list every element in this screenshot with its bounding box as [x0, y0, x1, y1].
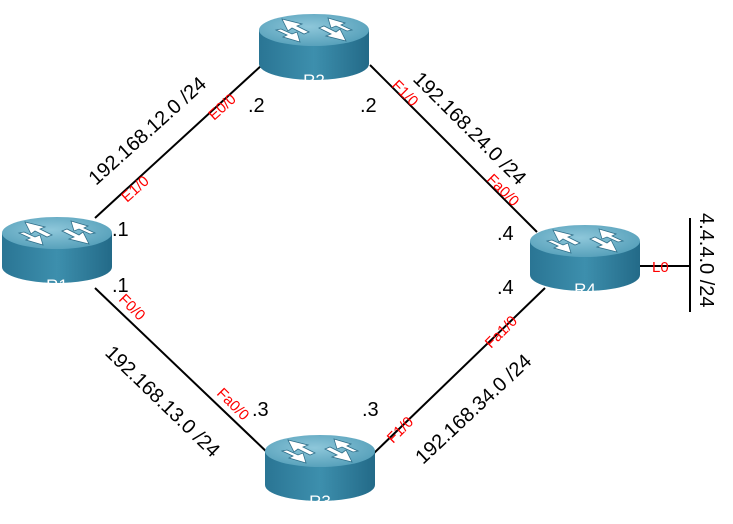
router-r1-label: R1	[46, 276, 68, 295]
router-r2[interactable]: R2	[258, 13, 370, 90]
router-r1[interactable]: R1	[1, 216, 113, 295]
router-r4-label: R4	[574, 280, 596, 299]
router-r3-label: R3	[309, 492, 331, 511]
interface-r2-to-r1: E0/0	[205, 91, 239, 124]
router-r2-label: R2	[303, 71, 325, 90]
host-id-r1-bottom: .1	[112, 275, 129, 297]
router-r3[interactable]: R3	[264, 434, 376, 511]
host-id-r3-right: .3	[362, 399, 379, 421]
host-id-r3-left: .3	[252, 399, 269, 421]
network-r1-r2-label: 192.168.12.0 /24	[85, 73, 211, 190]
network-r1-r3-label: 192.168.13.0 /24	[101, 342, 224, 462]
interface-r4-loopback: L0	[652, 259, 669, 276]
host-id-r2-right: .2	[360, 95, 377, 117]
link-r3-r4	[371, 287, 546, 456]
host-id-r4-top: .4	[497, 223, 514, 245]
network-loopback-label: 4.4.4.0 /24	[695, 213, 717, 308]
host-id-r1-top: .1	[112, 219, 129, 241]
link-r1-r2	[94, 64, 263, 219]
interface-r1-to-r2: E1/0	[118, 173, 152, 206]
host-id-r2-left: .2	[248, 95, 265, 117]
link-r1-r3	[94, 287, 271, 456]
interface-r3-to-r4: F1/0	[384, 414, 417, 447]
host-id-r4-bottom: .4	[497, 277, 514, 299]
link-r2-r4	[369, 64, 538, 233]
router-icon	[1, 216, 113, 284]
network-r2-r4-label: 192.168.24.0 /24	[408, 68, 530, 190]
router-r4[interactable]: R4	[529, 224, 641, 299]
network-r3-r4-label: 192.168.34.0 /24	[411, 350, 536, 468]
interface-r4-to-r3: Fa1/0	[482, 313, 521, 352]
